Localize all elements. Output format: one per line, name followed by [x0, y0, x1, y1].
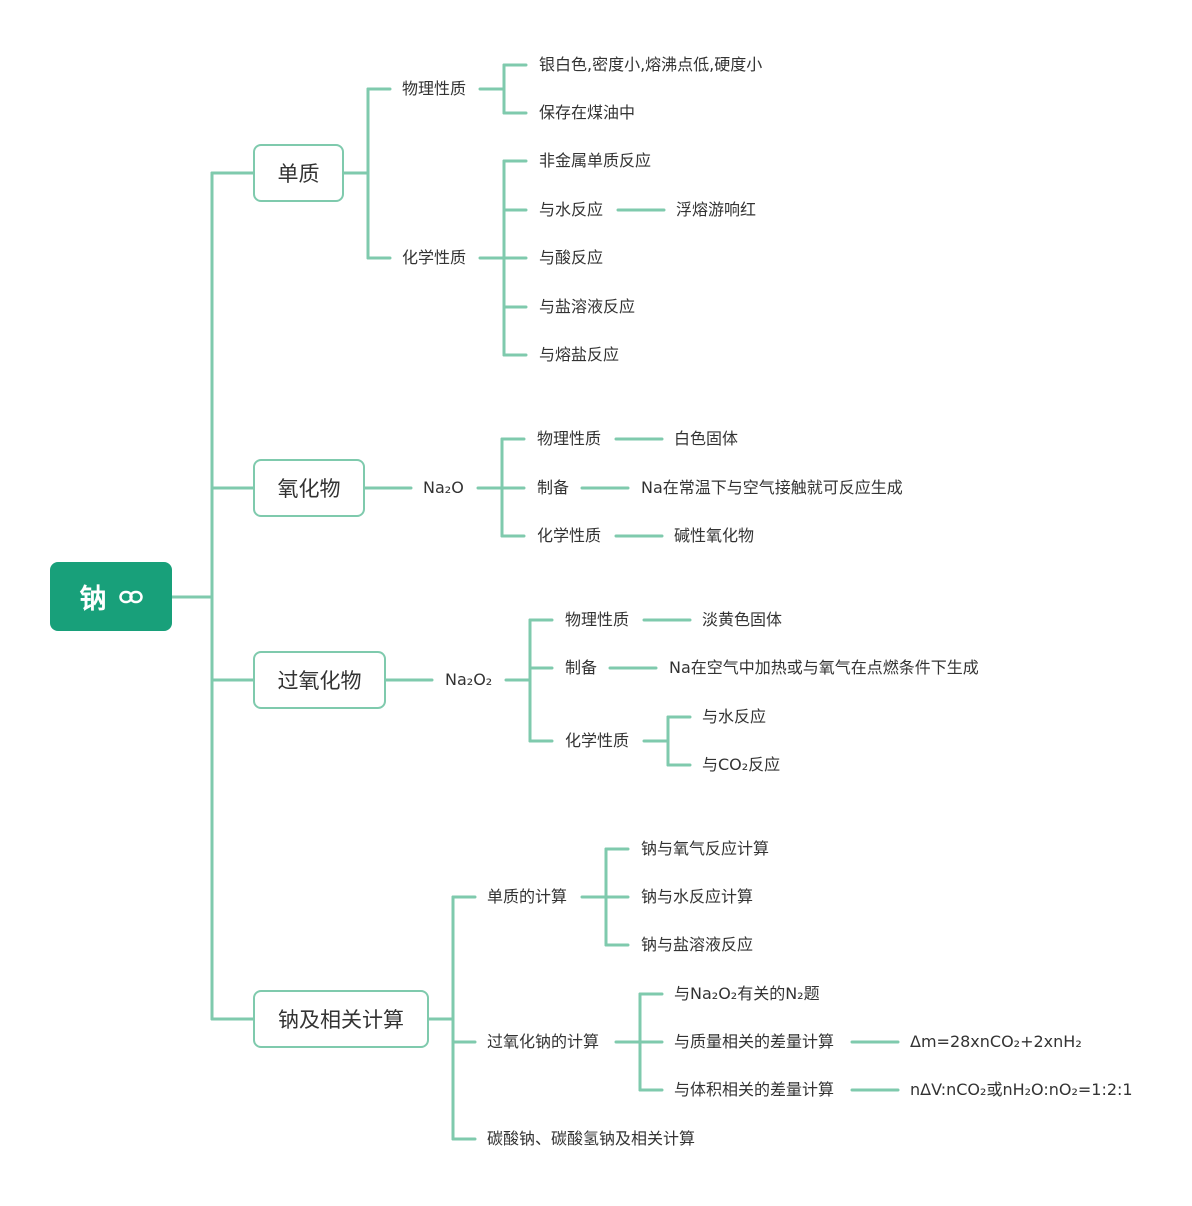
- simple-chemical-label[interactable]: 化学性质: [402, 248, 467, 267]
- peroxide-chemical-item[interactable]: 与水反应: [702, 707, 767, 726]
- simple-physical-item[interactable]: 保存在煤油中: [539, 103, 636, 122]
- simple-calc-label[interactable]: 单质的计算: [487, 887, 568, 906]
- oxide-prep-value[interactable]: Na在常温下与空气接触就可反应生成: [641, 478, 903, 497]
- peroxide-physical-value[interactable]: 淡黄色固体: [702, 610, 783, 629]
- root-label: 钠: [79, 584, 107, 615]
- simple-chemical-item[interactable]: 非金属单质反应: [539, 151, 652, 170]
- simple-chemical-item[interactable]: 与酸反应: [539, 248, 604, 267]
- topic-label: 氧化物: [277, 477, 341, 501]
- topic-label: 单质: [277, 162, 320, 186]
- simple-chemical-item[interactable]: 与熔盐反应: [539, 345, 620, 364]
- peroxide-prep-value[interactable]: Na在空气中加热或与氧气在点燃条件下生成: [669, 658, 979, 677]
- peroxide-prep-label[interactable]: 制备: [565, 658, 598, 677]
- simple-calc-item[interactable]: 钠与水反应计算: [641, 887, 754, 906]
- water-reaction-note[interactable]: 浮熔游响红: [676, 200, 757, 219]
- oxide-physical-value[interactable]: 白色固体: [674, 429, 739, 448]
- volume-diff-label[interactable]: 与体积相关的差量计算: [674, 1080, 835, 1099]
- oxide-formula[interactable]: Na₂O: [423, 478, 464, 497]
- volume-diff-formula[interactable]: nΔV:nCO₂或nH₂O:nO₂=1:2:1: [910, 1080, 1133, 1099]
- peroxide-calc-label[interactable]: 过氧化钠的计算: [487, 1032, 600, 1051]
- simple-physical-item[interactable]: 银白色,密度小,熔沸点低,硬度小: [539, 55, 763, 74]
- simple-physical-label[interactable]: 物理性质: [402, 79, 467, 98]
- topic-oxide[interactable]: 氧化物: [253, 459, 365, 517]
- oxide-physical-label[interactable]: 物理性质: [537, 429, 602, 448]
- topic-calculation[interactable]: 钠及相关计算: [253, 990, 429, 1048]
- topic-label: 钠及相关计算: [278, 1008, 404, 1032]
- peroxide-chemical-item[interactable]: 与CO₂反应: [702, 755, 781, 774]
- simple-chemical-item[interactable]: 与盐溶液反应: [539, 297, 636, 316]
- carbonate-calc-label[interactable]: 碳酸钠、碳酸氢钠及相关计算: [487, 1129, 696, 1148]
- topic-label: 过氧化物: [277, 669, 362, 693]
- mass-diff-formula[interactable]: Δm=28xnCO₂+2xnH₂: [910, 1032, 1082, 1051]
- peroxide-chemical-label[interactable]: 化学性质: [565, 731, 630, 750]
- simple-calc-item[interactable]: 钠与盐溶液反应: [641, 935, 754, 954]
- mass-diff-label[interactable]: 与质量相关的差量计算: [674, 1032, 835, 1051]
- peroxide-physical-label[interactable]: 物理性质: [565, 610, 630, 629]
- root-topic[interactable]: 钠: [50, 562, 172, 631]
- simple-chemical-item[interactable]: 与水反应: [539, 200, 604, 219]
- simple-calc-item[interactable]: 钠与氧气反应计算: [641, 839, 770, 858]
- peroxide-formula[interactable]: Na₂O₂: [445, 670, 493, 689]
- oxide-prep-label[interactable]: 制备: [537, 478, 570, 497]
- oxide-chemical-label[interactable]: 化学性质: [537, 526, 602, 545]
- link-icon[interactable]: [118, 590, 143, 604]
- peroxide-calc-n2[interactable]: 与Na₂O₂有关的N₂题: [674, 984, 820, 1003]
- topic-peroxide[interactable]: 过氧化物: [253, 651, 386, 709]
- topic-simple-substance[interactable]: 单质: [253, 144, 344, 202]
- oxide-chemical-value[interactable]: 碱性氧化物: [674, 526, 755, 545]
